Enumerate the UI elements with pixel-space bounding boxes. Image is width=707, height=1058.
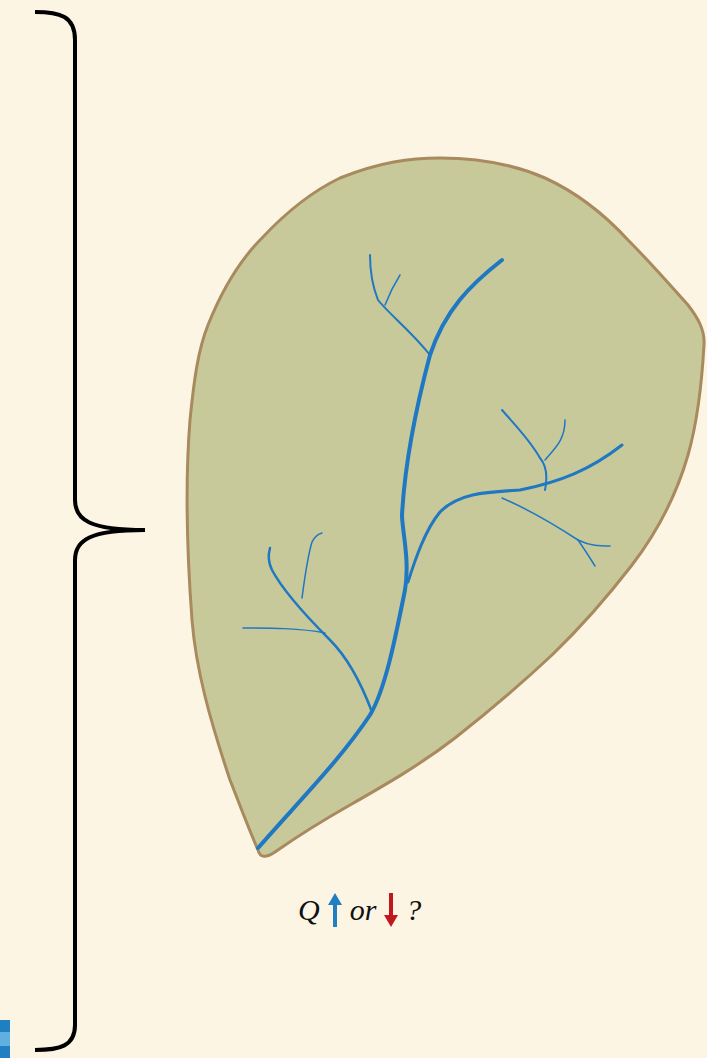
watershed-outline [187, 158, 704, 856]
down-arrow [384, 893, 398, 927]
corner-tab [0, 1020, 10, 1058]
river-network [243, 255, 622, 848]
connector-word: or [350, 895, 377, 925]
discharge-symbol: Q [298, 895, 320, 925]
corner-tab-light [0, 1032, 10, 1046]
curly-brace [35, 12, 145, 1050]
question-mark: ? [406, 895, 421, 925]
up-arrow [328, 893, 342, 927]
question-row: Q or ? [298, 888, 421, 932]
